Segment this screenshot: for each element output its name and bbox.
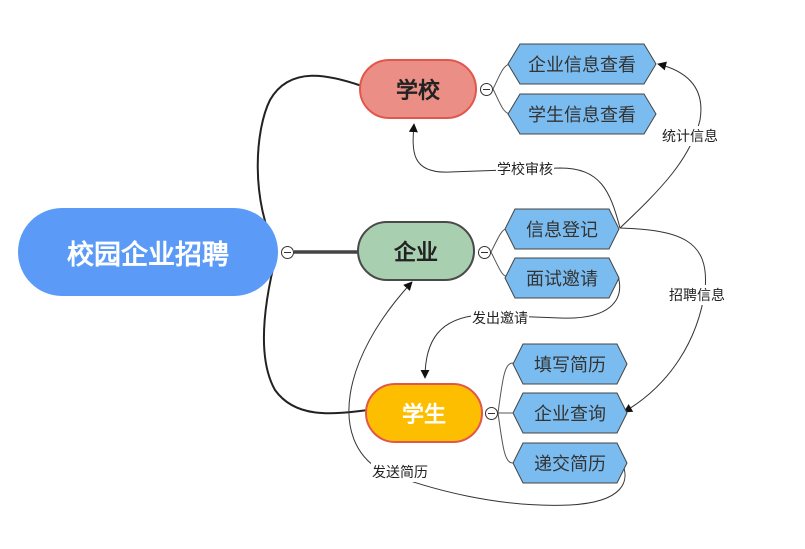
- branch-student-sub3: [497, 412, 514, 464]
- hexagon-shape: [504, 257, 620, 299]
- collapse-company-button[interactable]: [478, 246, 491, 259]
- subtopic-interview-invite[interactable]: 面试邀请: [504, 257, 620, 299]
- main-topic-company[interactable]: 企业: [357, 221, 475, 281]
- branch-root-student: [262, 251, 369, 415]
- main-topic-student[interactable]: 学生: [365, 383, 483, 443]
- subtopic-label: 学生信息查看: [528, 105, 636, 126]
- relationship-label-send-resume[interactable]: 发送简历: [371, 462, 429, 482]
- branch-root-school: [256, 74, 363, 253]
- hexagon-shape: [512, 442, 628, 484]
- subtopic-company-query[interactable]: 企业查询: [512, 392, 628, 434]
- subtopic-label: 递交简历: [534, 454, 606, 475]
- collapse-school-button[interactable]: [480, 83, 493, 96]
- branch-company-sub2: [490, 251, 507, 277]
- relationship-label-stats[interactable]: 统计信息: [661, 126, 719, 146]
- hexagon-shape: [512, 392, 628, 434]
- subtopic-label: 企业信息查看: [528, 55, 636, 76]
- hexagon-shape: [507, 93, 657, 135]
- rel-school-review: [408, 123, 621, 229]
- subtopic-company-info-view[interactable]: 企业信息查看: [507, 43, 657, 85]
- relationship-label-send-invite[interactable]: 发出邀请: [471, 308, 529, 328]
- main-topic-label: 学生: [401, 403, 446, 428]
- rel-send-resume: [348, 281, 626, 506]
- branch-company-sub1: [490, 228, 507, 253]
- subtopic-label: 信息登记: [526, 220, 598, 241]
- rel-recruit-info: [619, 227, 707, 413]
- hexagon-shape: [504, 208, 620, 250]
- subtopic-student-info-view[interactable]: 学生信息查看: [507, 93, 657, 135]
- main-topic-label: 学校: [395, 79, 440, 104]
- subtopic-label: 面试邀请: [526, 269, 598, 290]
- subtopic-submit-resume[interactable]: 递交简历: [512, 442, 628, 484]
- subtopic-info-register[interactable]: 信息登记: [504, 208, 620, 250]
- main-topic-label: 企业: [393, 241, 438, 266]
- hexagon-shape: [512, 343, 628, 385]
- collapse-root-button[interactable]: [281, 246, 294, 259]
- branch-student-sub1: [497, 362, 514, 414]
- hexagon-shape: [507, 43, 657, 85]
- rel-stats: [619, 61, 702, 229]
- root-topic-label: 校园企业招聘: [67, 239, 229, 271]
- subtopic-fill-resume[interactable]: 填写简历: [512, 343, 628, 385]
- subtopic-label: 企业查询: [534, 404, 606, 425]
- root-topic[interactable]: 校园企业招聘: [18, 208, 278, 296]
- collapse-student-button[interactable]: [485, 407, 498, 420]
- relationship-label-recruit-info[interactable]: 招聘信息: [668, 285, 726, 305]
- main-topic-school[interactable]: 学校: [359, 59, 477, 119]
- relationship-label-school-review[interactable]: 学校审核: [496, 159, 554, 179]
- subtopic-label: 填写简历: [534, 355, 606, 376]
